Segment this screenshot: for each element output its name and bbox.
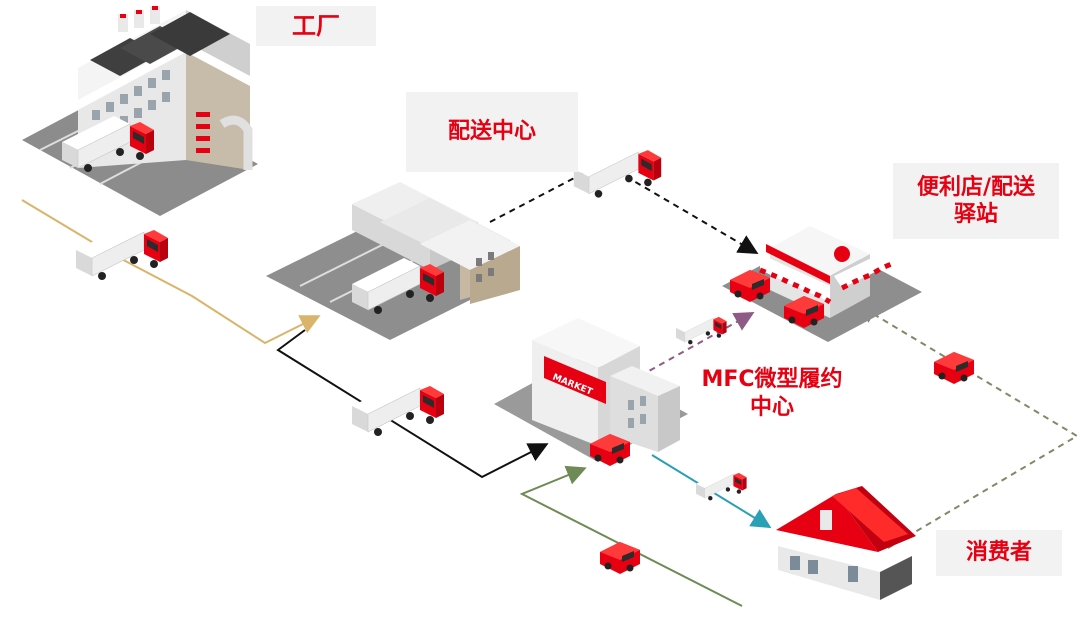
factory-label: 工厂 [256, 6, 376, 46]
distribution-center-label-text: 配送中心 [447, 119, 536, 145]
convenience-store-icon [722, 226, 922, 342]
truck-icon [695, 469, 747, 501]
distribution-center-label: 配送中心 [406, 92, 578, 172]
store-label-line1: 便利店/配送 [916, 174, 1036, 200]
consumer-label: 消费者 [936, 530, 1062, 576]
truck-icon [675, 313, 727, 345]
factory-label-text: 工厂 [292, 12, 340, 40]
mfc-label-line2: 中心 [749, 394, 794, 420]
store-label-line2: 驿站 [953, 202, 998, 227]
store-awning [759, 250, 897, 305]
arrow-consumer-to-mfc [519, 465, 743, 607]
store-label: 便利店/配送 驿站 [893, 163, 1059, 239]
market-mfc-icon: MARKET [494, 318, 688, 466]
factory-icon [22, 6, 258, 216]
van-icon [934, 352, 974, 384]
mfc-label-line1: MFC微型履约 [701, 367, 843, 392]
truck-icon [75, 223, 169, 281]
arrow-factory-to-distribution [21, 199, 321, 345]
house-icon [776, 486, 916, 600]
consumer-label-text: 消费者 [965, 540, 1032, 566]
van-icon [600, 542, 640, 574]
arrow-consumer-to-store [856, 303, 1079, 549]
truck-icon [351, 379, 445, 437]
mfc-label: MFC微型履约 中心 [684, 366, 860, 421]
arrow-distribution-to-store [489, 161, 759, 255]
warehouse-icon [266, 182, 520, 340]
